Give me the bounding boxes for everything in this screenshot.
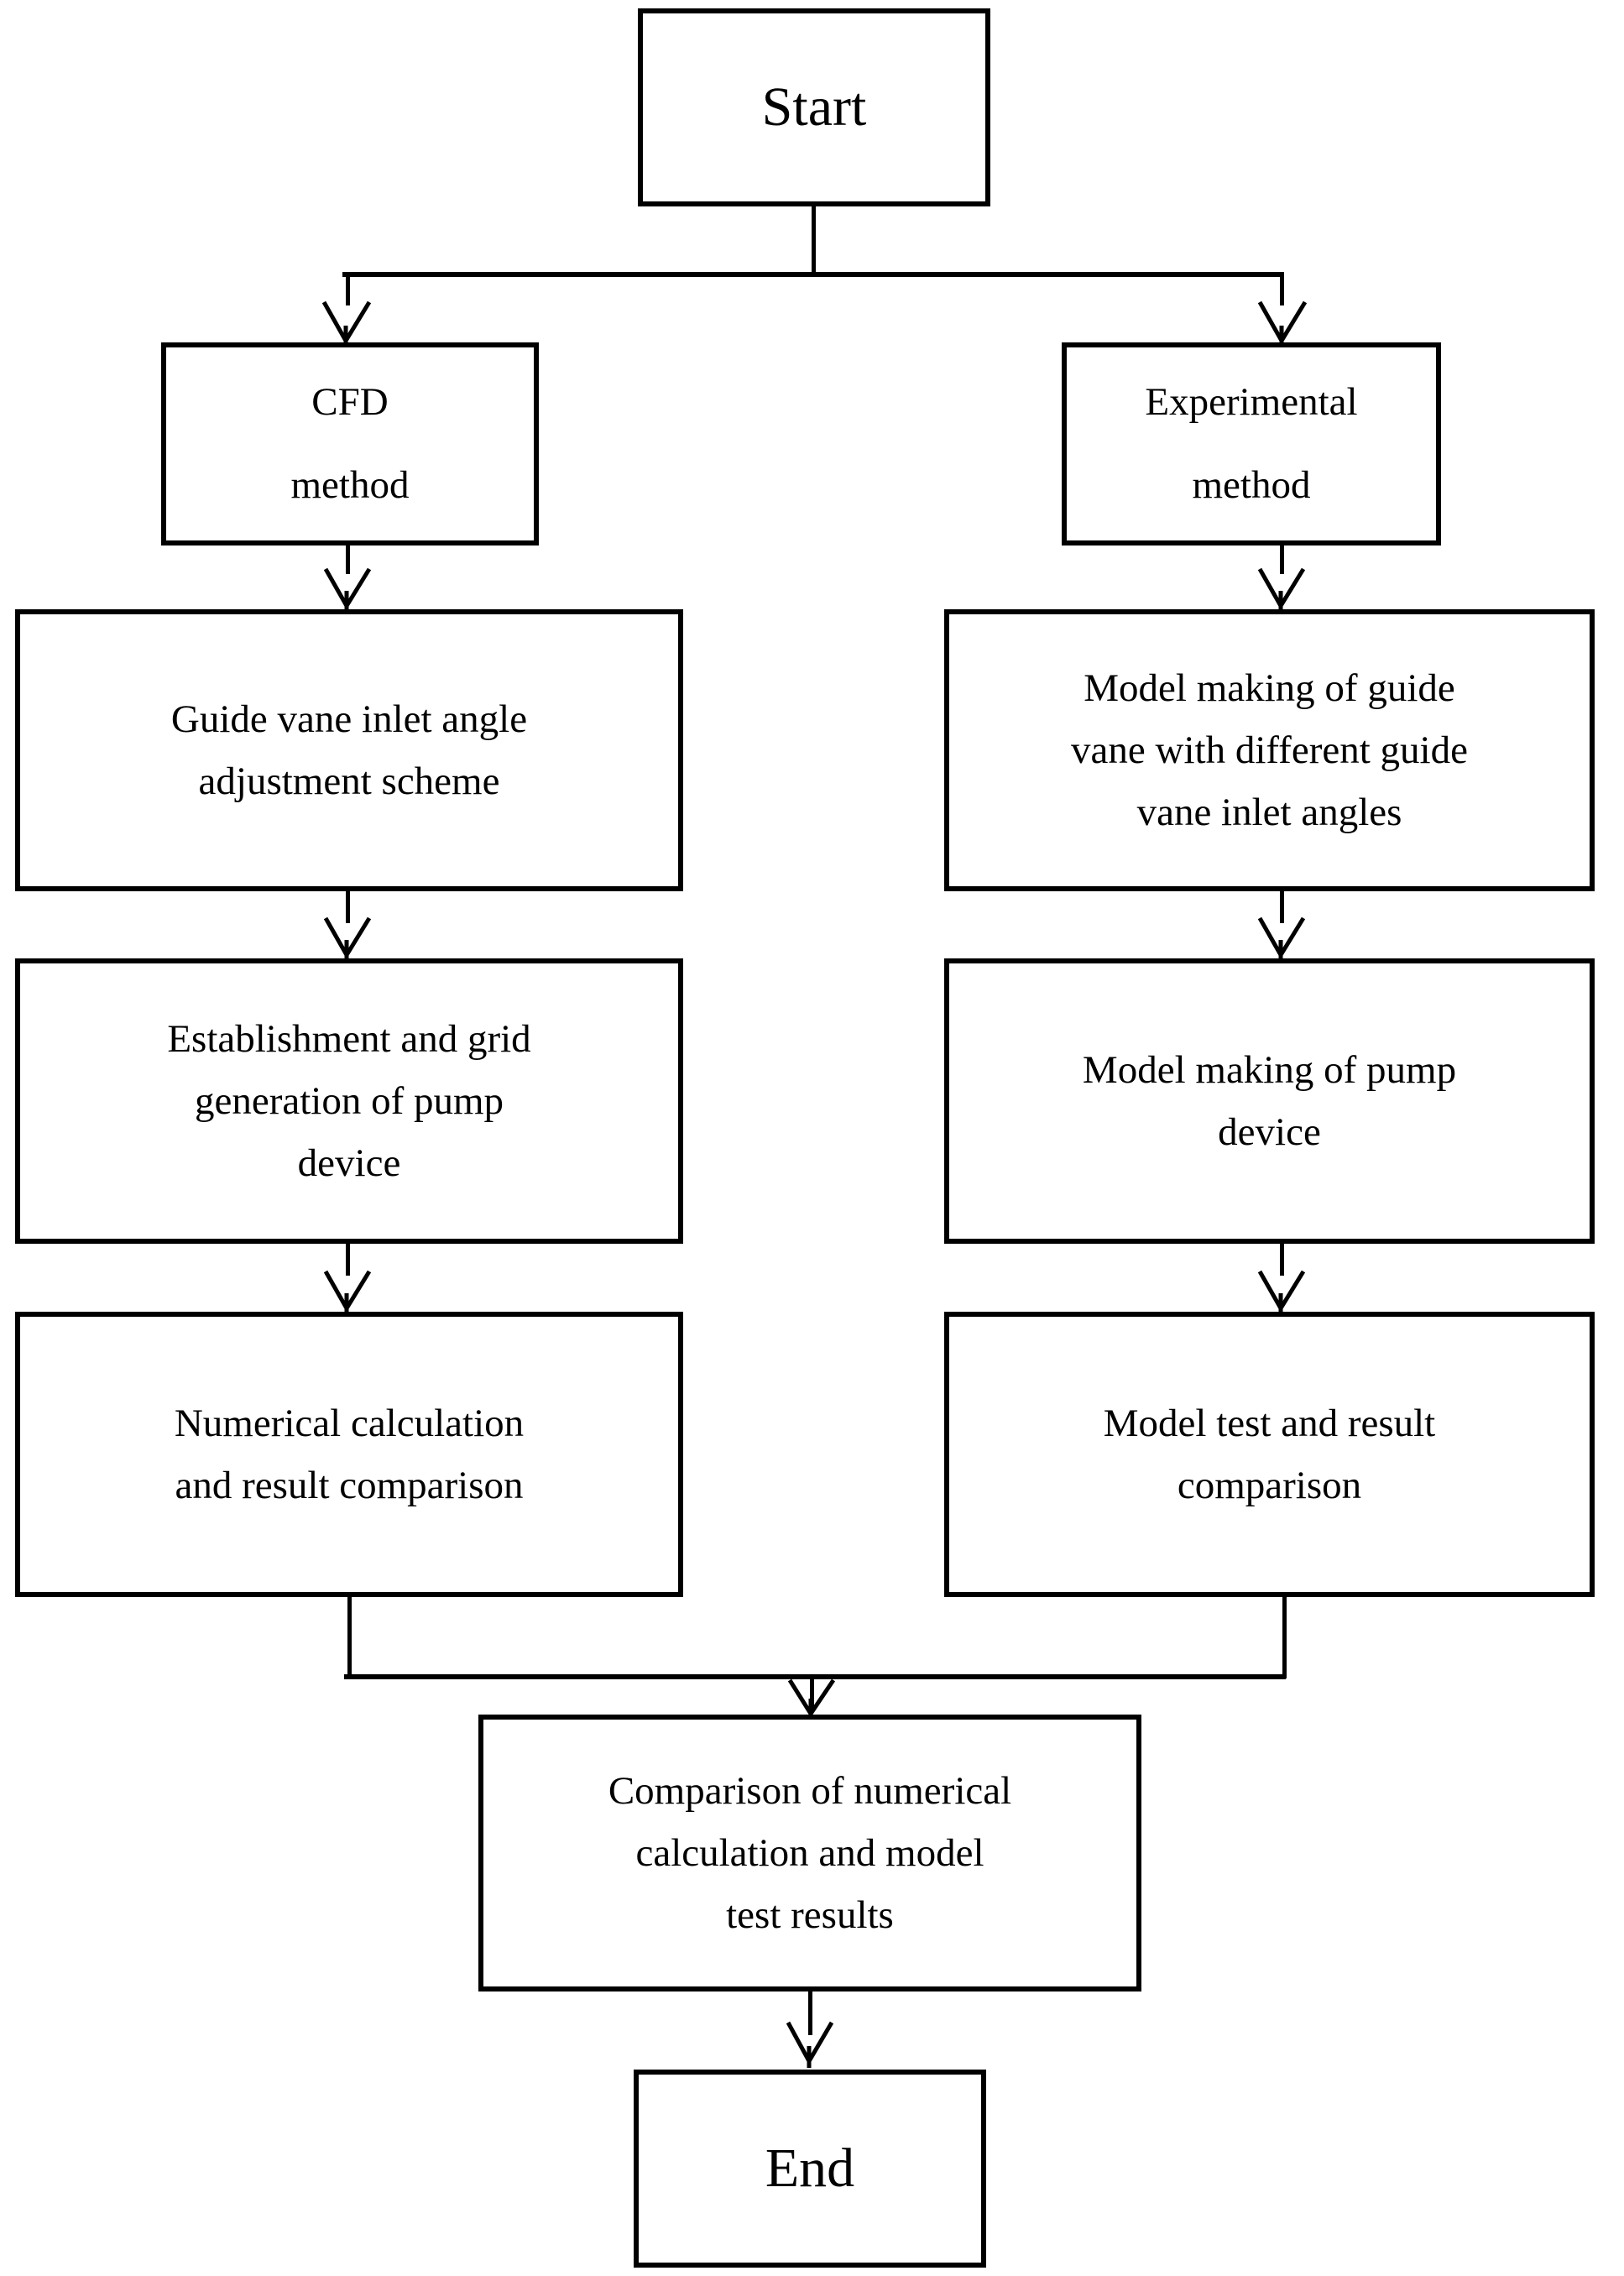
edge-model-guide-vane-to-model-pump (1280, 891, 1284, 923)
edge-scheme-to-grid (346, 891, 350, 923)
edge-split-left-drop (346, 272, 350, 305)
node-guide-vane-scheme-label: Guide vane inlet angle adjustment scheme (170, 697, 528, 803)
node-model-making-guide-vane[interactable]: Model making of guide vane with differen… (944, 609, 1595, 891)
edge-merge-bar (344, 1674, 1286, 1679)
edge-cfd-to-scheme (346, 546, 350, 574)
node-numerical-calculation-label: Numerical calculation and result compari… (174, 1401, 525, 1507)
node-model-making-pump-label: Model making of pump device (1082, 1047, 1457, 1154)
node-grid-generation[interactable]: Establishment and grid generation of pum… (15, 958, 683, 1244)
edge-split-bar (342, 272, 1284, 277)
edge-final-comparison-to-end (808, 1992, 812, 2035)
node-final-comparison-label: Comparison of numerical calculation and … (608, 1768, 1012, 1938)
node-model-making-guide-vane-label: Model making of guide vane with differen… (1071, 666, 1468, 835)
edge-experimental-to-model-guide-vane (1280, 546, 1284, 574)
node-start[interactable]: Start (638, 8, 990, 206)
edge-merge-to-final-comparison (810, 1677, 814, 1712)
node-end[interactable]: End (634, 2070, 986, 2268)
node-cfd-method[interactable]: CFD method (161, 342, 539, 546)
node-end-label: End (765, 2138, 855, 2200)
edge-merge-left-leg (347, 1595, 352, 1678)
node-numerical-calculation[interactable]: Numerical calculation and result compari… (15, 1312, 683, 1597)
node-guide-vane-scheme[interactable]: Guide vane inlet angle adjustment scheme (15, 609, 683, 891)
node-start-label: Start (761, 76, 867, 138)
edge-model-pump-to-model-test (1280, 1244, 1284, 1276)
edge-split-right-drop (1280, 272, 1284, 305)
node-cfd-method-label: CFD method (290, 380, 410, 507)
edge-start-stem (812, 206, 816, 277)
node-grid-generation-label: Establishment and grid generation of pum… (167, 1016, 531, 1186)
node-final-comparison[interactable]: Comparison of numerical calculation and … (478, 1715, 1141, 1992)
edge-merge-right-leg (1282, 1595, 1287, 1678)
node-model-making-pump[interactable]: Model making of pump device (944, 958, 1595, 1244)
node-model-test-label: Model test and result comparison (1103, 1401, 1436, 1507)
node-experimental-method[interactable]: Experimental method (1062, 342, 1441, 546)
edge-grid-to-numerical (346, 1244, 350, 1276)
node-model-test[interactable]: Model test and result comparison (944, 1312, 1595, 1597)
node-experimental-method-label: Experimental method (1145, 380, 1358, 507)
